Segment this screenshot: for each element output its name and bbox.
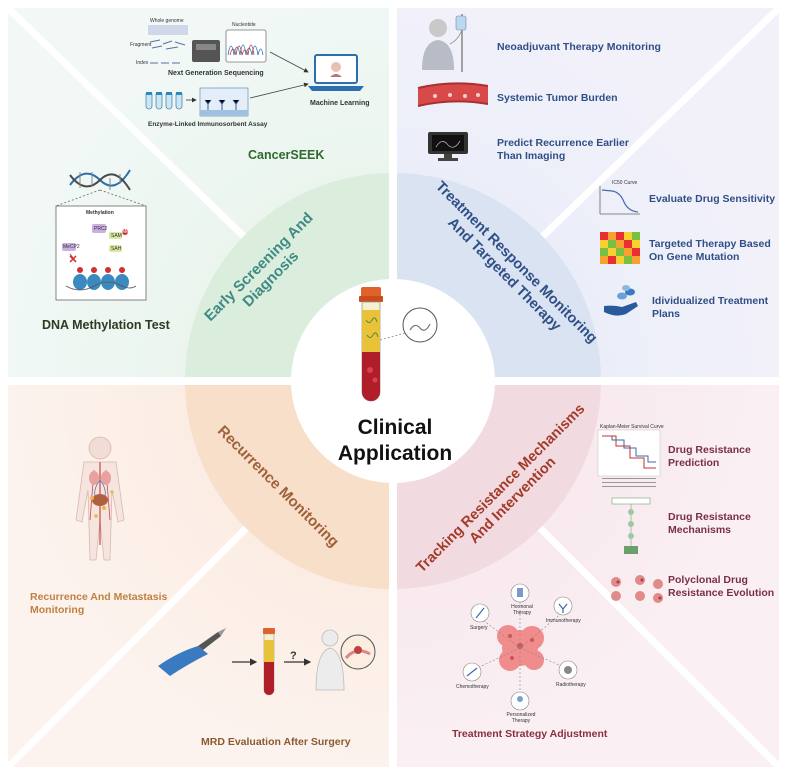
ml-arrows (249, 51, 309, 99)
survival-curve-icon (597, 429, 661, 487)
center-title-line1: Clinical (357, 416, 433, 439)
methylation-panel (55, 189, 147, 301)
targeted-line1: Targeted Therapy Based (649, 238, 771, 250)
poly-line1: Polyclonal Drug (668, 574, 748, 586)
label-ngs: Next Generation Sequencing (168, 70, 264, 77)
label-question: ? (290, 650, 297, 662)
pred-line1: Drug Resistance (668, 444, 751, 456)
label-sam: SAM (111, 233, 122, 239)
label-dna-methylation: DNA Methylation Test (42, 318, 170, 332)
label-index: Index (136, 60, 149, 66)
label-survival-curve: Kaplan-Meier Survival Curve (600, 424, 664, 430)
center-title-line2: Application (337, 442, 453, 466)
dna-helix-icon (69, 169, 131, 191)
strategy-wheel (462, 583, 578, 711)
dose-response-chart-icon (599, 186, 640, 215)
indiv-line2: Plans (652, 307, 681, 320)
label-predict-recurrence: Predict Recurrence Earlier Than Imaging (497, 137, 629, 162)
mech-line2: Mechanisms (668, 523, 732, 536)
label-recurrence-metastasis: Recurrence And Metastasis Monitoring (30, 591, 167, 616)
label-individualized: Idividualized Treatment Plans (652, 295, 768, 320)
label-mrd: MRD Evaluation After Surgery (201, 736, 351, 748)
mechanism-flow-icon (611, 497, 651, 554)
elisa-illustration (145, 87, 249, 117)
label-machine-learning: Machine Learning (310, 100, 370, 107)
label-drug-resistance-mechanisms: Drug Resistance Mechanisms (668, 511, 751, 536)
indiv-line1: Idividualized Treatment (652, 295, 769, 307)
patient-iv-icon (422, 14, 467, 72)
blood-vessel-icon (417, 82, 489, 107)
blood-tube-icon (359, 287, 438, 402)
label-cancerseek: CancerSEEK (248, 148, 325, 162)
ring-resistance (397, 385, 601, 589)
label-sah: SAH (111, 246, 122, 252)
label-elisa: Enzyme-Linked Immunosorbent Assay (148, 121, 268, 128)
pred-line2: Prediction (668, 456, 720, 469)
predict-line2: Than Imaging (497, 149, 566, 162)
mech-line1: Drug Resistance (668, 511, 751, 523)
label-hormonal: Hormonal Therapy (511, 604, 533, 616)
label-personalized: Personalized Therapy (506, 712, 536, 724)
polyclonal-cells-icon (611, 575, 663, 603)
ring-recurrence (185, 385, 389, 589)
label-me: Me (122, 229, 129, 235)
recurrence-metastasis-line2: Monitoring (30, 603, 85, 616)
label-methylation: Methylation (86, 210, 114, 216)
ring-treatment-response (397, 173, 601, 377)
label-radiotherapy: Radiotherapy (556, 682, 586, 688)
label-neoadjuvant: Neoadjuvant Therapy Monitoring (497, 41, 661, 53)
recurrence-metastasis-line1: Recurrence And Metastasis (30, 591, 168, 603)
label-targeted-therapy: Targeted Therapy Based On Gene Mutation (649, 238, 771, 263)
label-dose-response: IC50 Curve (612, 180, 638, 186)
center-circle (291, 279, 495, 483)
label-chemotherapy: Chemotherapy (456, 684, 489, 690)
label-drug-resistance-prediction: Drug Resistance Prediction (668, 444, 751, 469)
label-prc2: PRC2 (94, 226, 108, 232)
mrd-blood-tube-icon (263, 628, 275, 696)
patient-scan-icon (315, 629, 376, 691)
targeted-line2: On Gene Mutation (649, 250, 740, 263)
ngs-illustration (148, 25, 267, 64)
laptop-icon (308, 54, 364, 91)
ring-early-screening (185, 173, 389, 377)
human-body-icon (75, 436, 125, 561)
label-treatment-strategy: Treatment Strategy Adjustment (452, 728, 608, 740)
predict-line1: Predict Recurrence Earlier (497, 137, 629, 149)
label-nucleotide: Nucleotide (232, 22, 256, 28)
center-title: Clinical Application (320, 415, 470, 468)
scalpel-hand-icon (158, 628, 226, 676)
label-mecp2: MeCP2 (63, 244, 80, 250)
label-whole-genome: Whole genome (150, 18, 184, 24)
label-drug-sensitivity: Evaluate Drug Sensitivity (649, 193, 776, 205)
label-polyclonal: Polyclonal Drug Resistance Evolution (668, 574, 774, 599)
label-immunotherapy: Immunotherapy (546, 618, 581, 624)
label-fragment: Fragment (130, 42, 152, 48)
hand-pills-icon (604, 285, 638, 316)
poly-line2: Resistance Evolution (668, 586, 775, 599)
heatmap-icon (600, 232, 640, 264)
imaging-scanner-icon (428, 132, 468, 161)
label-surgery: Surgery (470, 625, 488, 631)
label-tumor-burden: Systemic Tumor Burden (497, 92, 618, 104)
